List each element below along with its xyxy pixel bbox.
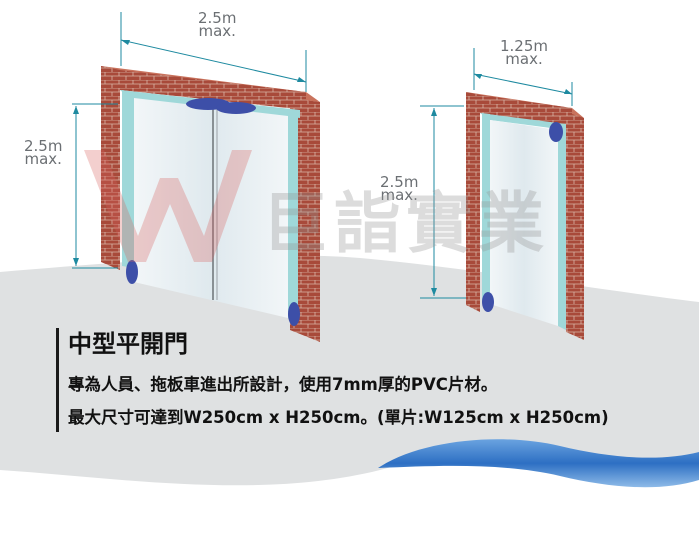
dimension-lines <box>72 12 573 299</box>
left-door-width-label: 2.5m max. <box>198 9 237 40</box>
right-door <box>466 92 584 340</box>
right-door-height-label: 2.5m max. <box>380 173 419 204</box>
product-size-note: 最大尺寸可達到W250cm x H250cm。(單片:W125cm x H250… <box>68 408 609 427</box>
logo-mark <box>84 150 252 262</box>
floor-white-curve <box>0 454 699 547</box>
company-watermark: 巨詣實業 <box>262 185 550 262</box>
product-description: 專為人員、拖板車進出所設計，使用7mm厚的PVC片材。 <box>68 375 498 394</box>
left-door-height-label: 2.5m max. <box>24 137 63 168</box>
left-door <box>101 66 320 342</box>
water-wave <box>378 439 699 488</box>
product-title: 中型平開門 <box>68 330 188 358</box>
title-accent-bar <box>56 328 59 432</box>
right-door-width-label: 1.25m max. <box>500 37 549 68</box>
